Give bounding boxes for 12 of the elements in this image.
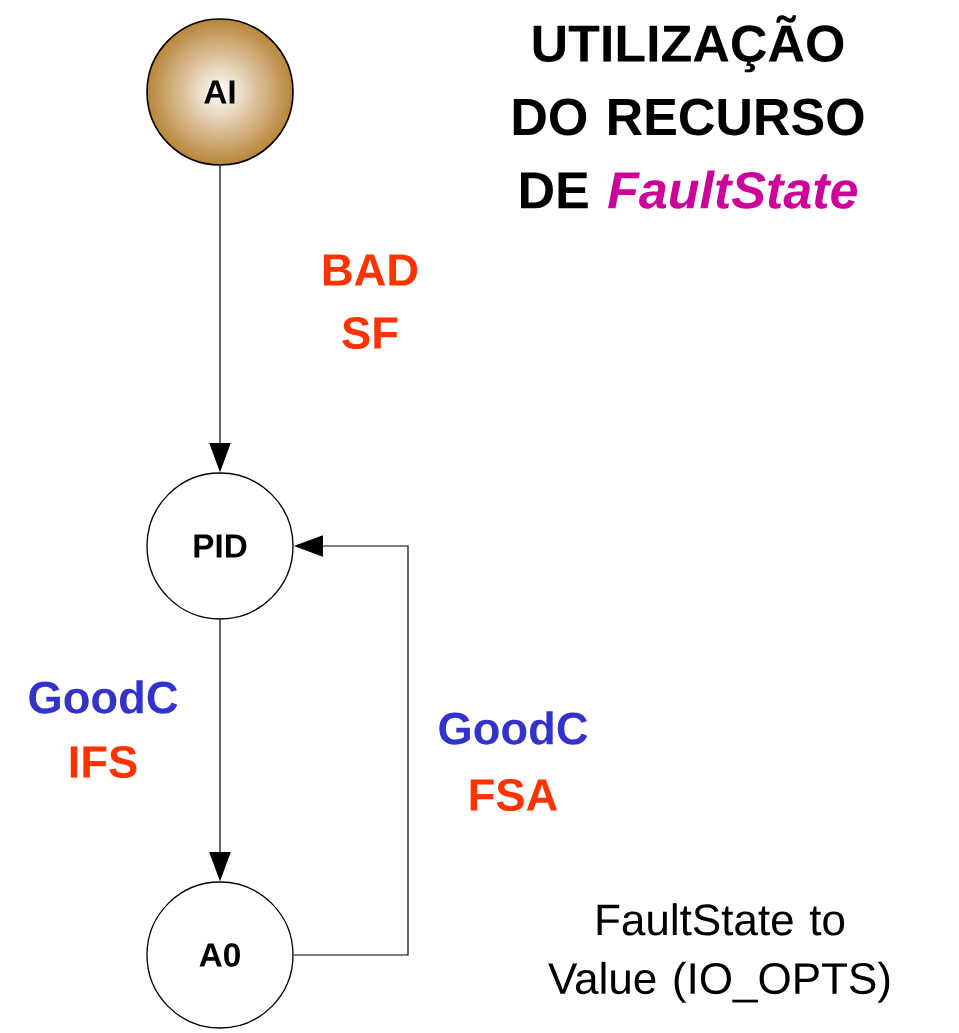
circle-node: AI bbox=[146, 18, 294, 166]
note-text: FaultState to Value (IO_OPTS) bbox=[548, 903, 890, 1003]
signal-label: SF bbox=[342, 316, 398, 350]
arrow bbox=[293, 535, 409, 956]
circle-node: A0 bbox=[146, 881, 294, 1029]
signal-label: IFS bbox=[70, 745, 137, 779]
signal-label: GoodC bbox=[29, 680, 178, 714]
signal-label: BAD bbox=[323, 254, 418, 286]
circle-node: PID bbox=[146, 472, 294, 620]
signal-label: FSA bbox=[470, 778, 558, 812]
signal-label: GoodC bbox=[439, 711, 588, 745]
title: UTILIZAÇÃO DO RECURSO DE FaultState bbox=[513, 15, 864, 209]
